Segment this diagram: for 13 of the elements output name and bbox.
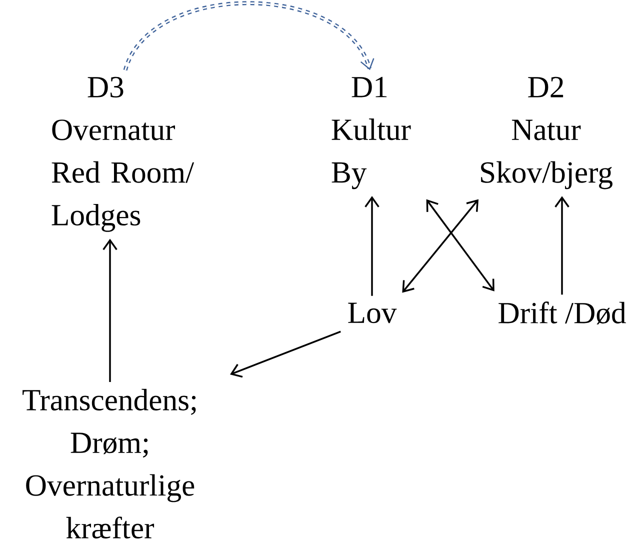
concept-text: Lov xyxy=(348,302,397,324)
concept-text: D2 Natur Skov/bjerg xyxy=(481,76,612,190)
arrow xyxy=(102,238,118,382)
concept-text: D3 Overnatur Red Room/ Lodges xyxy=(52,76,194,232)
concept-text: Transcendens; Drøm; Overnaturlige kræfter xyxy=(22,388,196,538)
arrow xyxy=(402,199,479,293)
arrow xyxy=(364,196,380,296)
arrow xyxy=(123,1,374,71)
concept-text: Drift /Død xyxy=(498,302,626,324)
arrow xyxy=(230,330,341,378)
arrow xyxy=(426,199,494,292)
concept-text: D1 Kultur By xyxy=(332,76,411,190)
arrow xyxy=(554,196,570,295)
